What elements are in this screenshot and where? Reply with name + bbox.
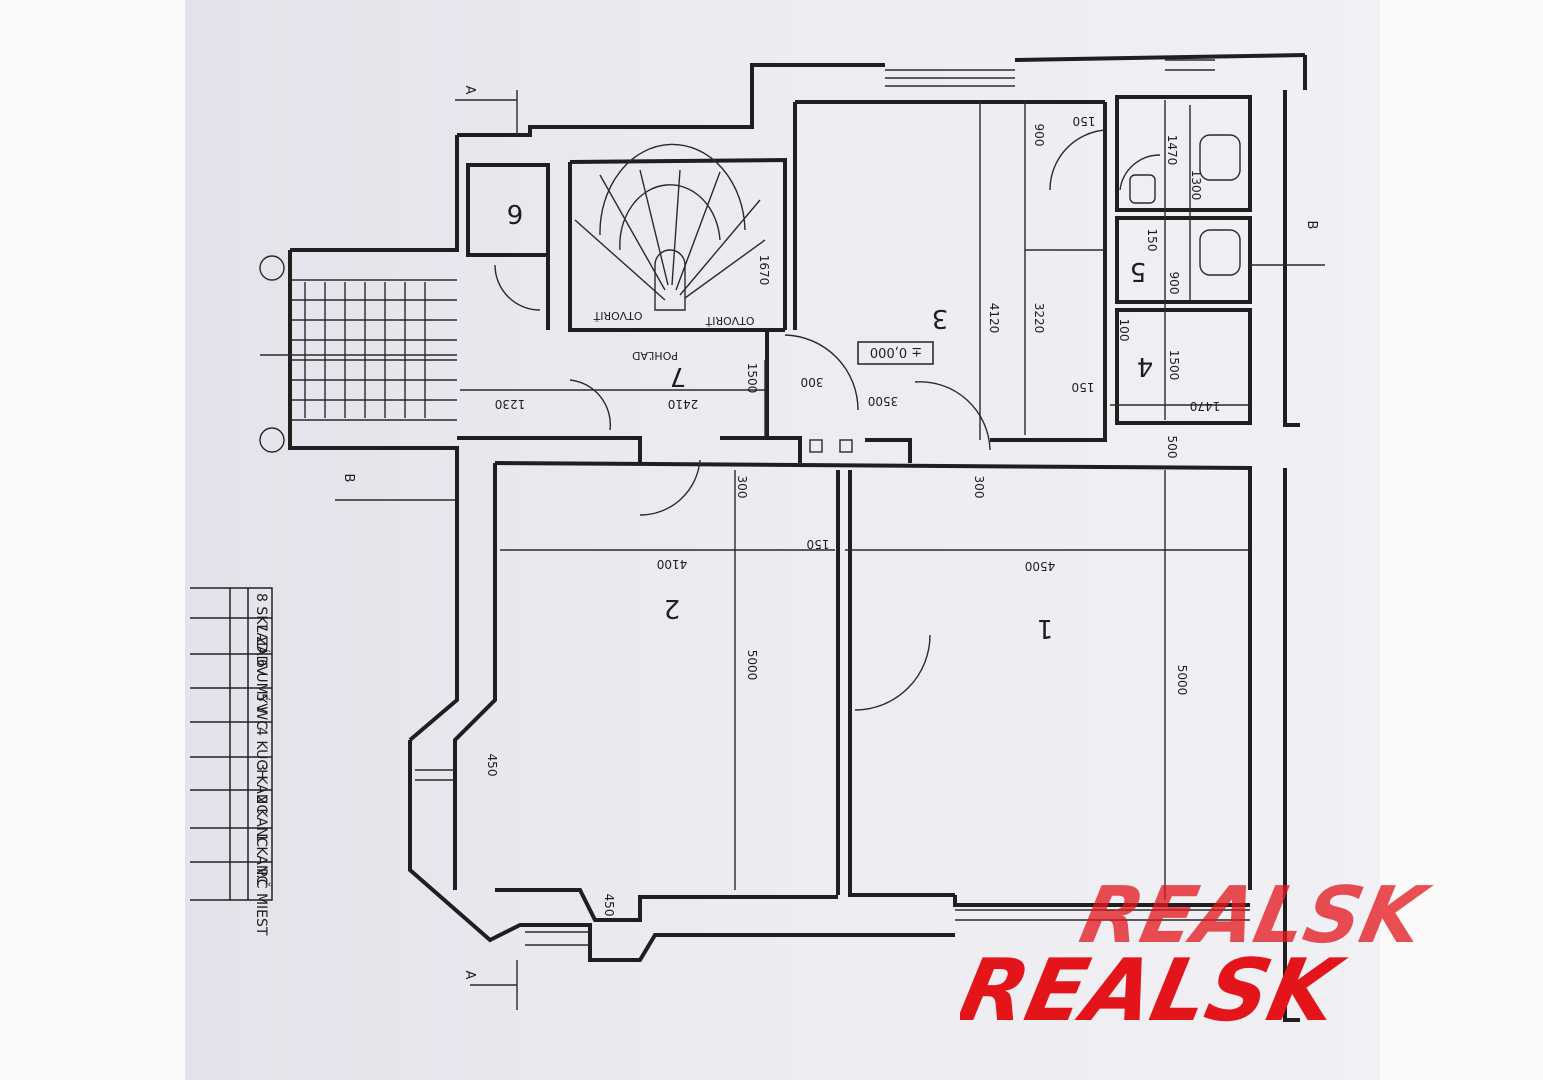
door-arc: [914, 381, 991, 451]
dim-label: 4100: [657, 557, 688, 571]
legend-row: 5 WC: [253, 693, 269, 730]
stair-label: POHĽAD: [632, 349, 678, 362]
dim-label: 150: [1073, 114, 1096, 128]
wall: [288, 250, 459, 742]
dim-label: 500: [1165, 436, 1179, 459]
dim-label: 900: [1032, 124, 1046, 147]
watermark-text: REALSK: [960, 940, 1353, 1030]
door-arc: [1119, 154, 1161, 191]
spiral-stair: [574, 143, 766, 301]
room-5-label: 5: [1130, 256, 1147, 286]
dim-label: 5000: [745, 650, 759, 681]
door-arc: [569, 379, 612, 431]
dim-label: 1500: [745, 363, 759, 394]
section-mark: A: [462, 86, 477, 95]
dim-label: 4500: [1025, 559, 1056, 573]
wall: [1014, 53, 1306, 62]
dim-label: 300: [735, 476, 749, 499]
dim-label: 900: [1167, 272, 1181, 295]
stair-label: OTVORIŤ: [705, 314, 754, 327]
door-arc: [639, 459, 701, 516]
dim-label: 1300: [1189, 170, 1203, 201]
wall: [1115, 308, 1252, 425]
dim-label: 4120: [987, 303, 1001, 334]
wall: [1115, 216, 1252, 304]
legend-row: 8 SKLAD: [253, 593, 269, 653]
wall: [568, 162, 785, 332]
legend-row: 1 KANC: [253, 833, 269, 885]
dim-label: 3500: [868, 394, 899, 408]
wall: [495, 888, 838, 922]
room-6-label: 6: [507, 198, 524, 228]
wall: [457, 436, 642, 463]
room-7-label: 7: [670, 361, 687, 391]
door-arc: [784, 334, 859, 411]
paper-sheet: [185, 0, 1380, 1080]
legend-row: 4 KUCH: [253, 727, 269, 780]
wall: [1283, 90, 1300, 427]
room-1-label: 1: [1037, 613, 1054, 643]
dim-label: 5000: [1175, 665, 1189, 696]
dim-label: 2410: [668, 397, 699, 411]
wall: [865, 438, 912, 463]
dim-label: 300: [972, 476, 986, 499]
dim-label: 1500: [1167, 350, 1181, 381]
dim-label: 300: [801, 375, 824, 389]
dim-label: 1470: [1190, 399, 1221, 413]
section-mark: B: [341, 474, 356, 483]
level-box: [857, 341, 934, 365]
wall: [953, 895, 1250, 907]
wall: [1283, 468, 1300, 1022]
dim-label: 450: [485, 754, 499, 777]
room-3-label: 3: [932, 303, 949, 333]
legend-row: 7 ZÁDV: [253, 623, 270, 676]
dim-label: 150: [807, 537, 830, 551]
dim-label: 450: [602, 894, 616, 917]
legend-header: P.Č MIEST: [253, 868, 271, 936]
legend-row: 3 KANC: [253, 762, 269, 814]
wall: [494, 461, 1252, 890]
dim-label: 1470: [1165, 135, 1179, 166]
room-4-label: 4: [1137, 351, 1154, 381]
dim-label: 1230: [495, 397, 526, 411]
exterior-stairs: [260, 279, 457, 421]
dim-label: 3220: [1032, 303, 1046, 334]
wall: [720, 436, 802, 463]
wall: [990, 420, 1107, 442]
wall: [1115, 95, 1252, 212]
stair-label: OTVORIŤ: [593, 309, 642, 322]
wall: [290, 135, 459, 252]
dim-label: 150: [1145, 229, 1159, 252]
legend-row: 2 KANC: [253, 795, 269, 847]
door-arc: [494, 264, 541, 311]
legend-row: 6 UMÝV: [253, 659, 270, 713]
door-arc: [854, 634, 931, 711]
dim-label: 100: [1117, 319, 1131, 342]
dim-label: 1670: [757, 255, 771, 286]
realsk-watermark: REALSK REALSK: [960, 880, 1437, 1030]
dim-label: 150: [1072, 380, 1095, 394]
section-mark: A: [462, 971, 477, 980]
room-legend-table: 8 SKLAD 7 ZÁDV 6 UMÝV 5 WC 4 KUCH 3 KANC…: [190, 587, 273, 936]
section-mark: B: [1304, 221, 1319, 230]
level-label: ± 0,000: [870, 344, 922, 359]
wall: [848, 470, 955, 897]
wall: [408, 740, 955, 962]
watermark-text-shadow: REALSK: [1073, 880, 1437, 961]
wall: [457, 63, 885, 137]
wall: [453, 463, 497, 890]
room-2-label: 2: [664, 593, 681, 623]
door-arc: [1049, 129, 1106, 191]
wall: [569, 157, 787, 330]
